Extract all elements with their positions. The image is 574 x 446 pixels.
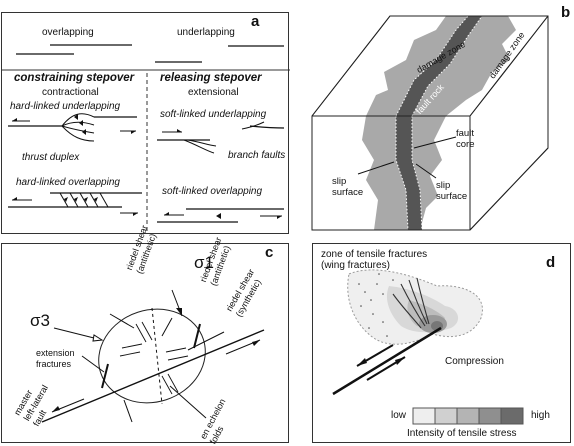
panel-a: a <box>1 12 290 234</box>
panel-c-drawing <box>41 289 265 423</box>
scale-swatch-3 <box>456 407 480 425</box>
scale-swatch-4 <box>478 407 502 425</box>
panel-c-letter: c <box>265 244 274 261</box>
label-extension-fractures: extension fractures <box>36 348 75 369</box>
label-zone-of-tensile-fractures: zone of tensile fractures (wing fracture… <box>321 249 428 271</box>
label-hard-linked-underlapping: hard-linked underlapping <box>10 101 121 112</box>
label-constraining-stepover: constraining stepover <box>14 72 135 84</box>
panel-c: c σ1 σ3 riedel shear (ant <box>1 224 289 446</box>
panel-d-letter: d <box>546 254 556 271</box>
label-soft-linked-overlapping: soft-linked overlapping <box>162 186 263 197</box>
panel-b: b damage zone damage zone fault rock fau… <box>296 0 574 234</box>
panel-a-letter: a <box>251 13 260 30</box>
label-contractional: contractional <box>42 87 99 98</box>
label-sigma-1: σ1 <box>194 253 214 272</box>
label-releasing-stepover: releasing stepover <box>160 72 262 84</box>
label-underlapping: underlapping <box>177 27 235 38</box>
scale-swatch-5 <box>500 407 524 425</box>
scale-swatch-1 <box>412 407 436 425</box>
label-scale-caption: Intensity of tensile stress <box>407 428 517 439</box>
panel-d-drawing <box>332 269 524 425</box>
label-slip-surface-left: slip surface <box>332 176 364 198</box>
label-soft-linked-underlapping: soft-linked underlapping <box>160 109 267 120</box>
label-hard-linked-overlapping: hard-linked overlapping <box>16 177 120 188</box>
label-extensional: extensional <box>188 87 239 98</box>
label-overlapping: overlapping <box>42 27 94 38</box>
panel-a-drawing <box>2 44 290 231</box>
label-branch-faults: branch faults <box>228 150 286 161</box>
label-scale-high: high <box>531 410 550 421</box>
label-slip-surface-right: slip surface <box>436 180 468 202</box>
scale-swatch-2 <box>434 407 458 425</box>
label-compression: Compression <box>445 356 504 367</box>
panel-d: d zone of tensile <box>312 243 571 443</box>
label-sigma-3: σ3 <box>30 311 50 330</box>
panel-b-letter: b <box>561 4 571 21</box>
panel-b-block <box>311 15 549 231</box>
label-thrust-duplex: thrust duplex <box>22 152 80 163</box>
label-fault-core: fault core <box>456 128 475 150</box>
label-scale-low: low <box>391 410 407 421</box>
